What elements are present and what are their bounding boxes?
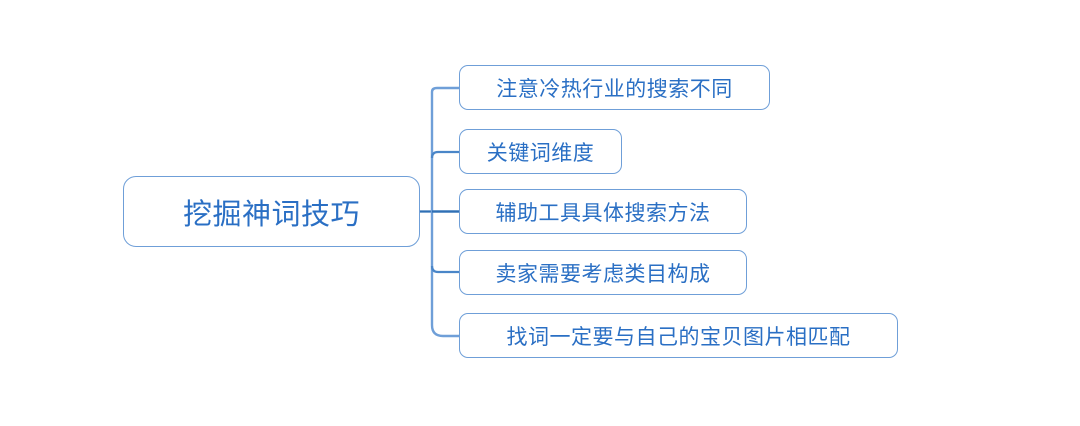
child-node-label-1: 关键词维度 <box>486 140 595 165</box>
child-node-label-4: 找词一定要与自己的宝贝图片相匹配 <box>506 324 851 349</box>
mind-map-child-node-0[interactable]: 注意冷热行业的搜索不同 <box>459 65 770 110</box>
child-node-label-0: 注意冷热行业的搜索不同 <box>496 76 733 101</box>
child-node-label-2: 辅助工具具体搜索方法 <box>495 200 711 225</box>
mind-map-child-node-1[interactable]: 关键词维度 <box>459 129 622 174</box>
connector-branch-3 <box>430 265 459 274</box>
root-node-label: 挖掘神词技巧 <box>182 198 360 231</box>
mind-map-child-node-4[interactable]: 找词一定要与自己的宝贝图片相匹配 <box>459 313 898 358</box>
connector-branch-1 <box>430 150 459 159</box>
mind-map-child-node-3[interactable]: 卖家需要考虑类目构成 <box>459 250 747 295</box>
mind-map-child-node-2[interactable]: 辅助工具具体搜索方法 <box>459 189 747 234</box>
connector-branch-4 <box>430 324 459 338</box>
connector-branch-0 <box>430 86 459 93</box>
mind-map-root-node[interactable]: 挖掘神词技巧 <box>123 176 420 247</box>
child-node-label-3: 卖家需要考虑类目构成 <box>495 261 711 286</box>
